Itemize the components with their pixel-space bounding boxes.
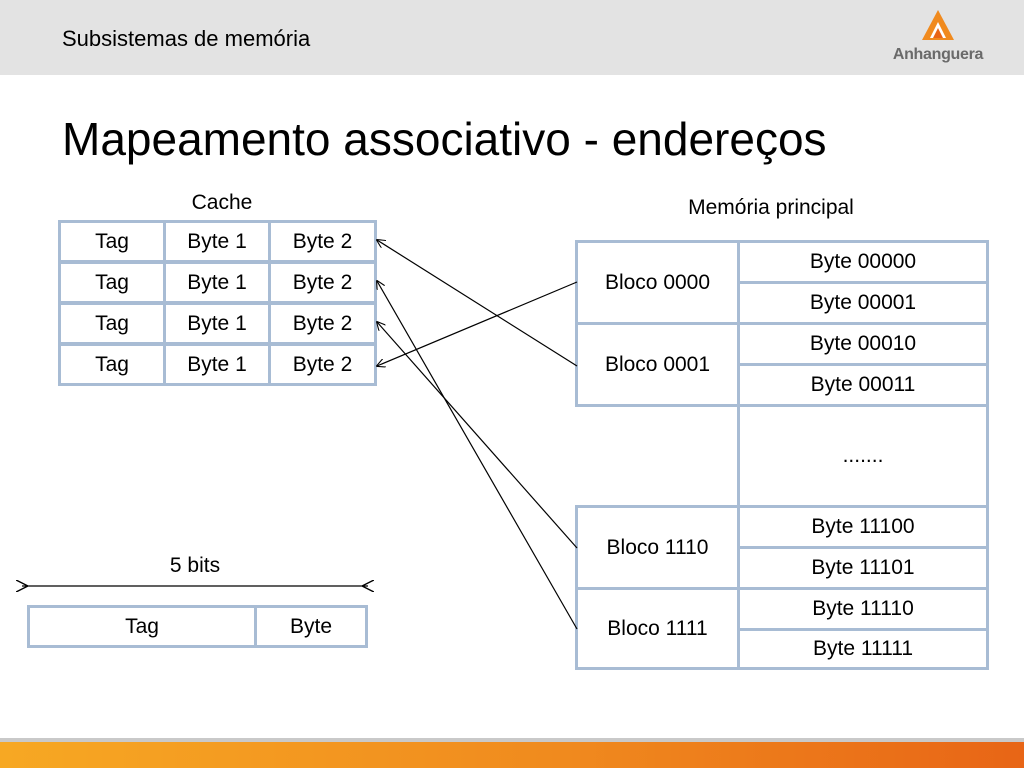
memory-byte-cell: Byte 11111 (737, 628, 989, 670)
memory-byte-cell: Byte 11110 (737, 587, 989, 631)
memory-byte-cell: Byte 11100 (737, 505, 989, 549)
footer-orange-stripe (0, 742, 1024, 768)
memory-byte-cell: Byte 00011 (737, 363, 989, 407)
cache-byte2-cell: Byte 2 (268, 343, 377, 386)
cache-tag-cell: Tag (58, 261, 166, 304)
cache-tag-cell: Tag (58, 343, 166, 386)
bit-width-label: 5 bits (169, 554, 221, 577)
cache-label: Cache (191, 191, 253, 214)
memory-block-cell: Bloco 0000 (575, 240, 740, 325)
cache-byte2-cell: Byte 2 (268, 220, 377, 263)
memory-byte-cell: Byte 00000 (737, 240, 989, 284)
arrow-block0000-to-row4 (377, 281, 578, 366)
cache-byte1-cell: Byte 1 (163, 302, 271, 345)
cache-byte2-cell: Byte 2 (268, 261, 377, 304)
memory-block-cell: Bloco 1110 (575, 505, 740, 590)
cache-byte1-cell: Byte 1 (163, 220, 271, 263)
memory-block-cell: Bloco 1111 (575, 587, 740, 670)
arrow-block1111-to-row2 (377, 281, 578, 630)
memory-byte-cell: Byte 11101 (737, 546, 989, 590)
logo-text: Anhanguera (892, 46, 984, 63)
cache-byte1-cell: Byte 1 (163, 343, 271, 386)
arrow-block0001-to-row1 (377, 240, 578, 367)
cache-tag-cell: Tag (58, 302, 166, 345)
memory-byte-cell: Byte 00010 (737, 322, 989, 366)
triangle-logo-icon (922, 10, 954, 40)
memory-ellipsis: ....... (842, 443, 884, 467)
cache-byte1-cell: Byte 1 (163, 261, 271, 304)
slide-header: Subsistemas de memória Anhanguera (0, 0, 1024, 75)
address-tag-field: Tag (27, 605, 257, 648)
main-memory-label: Memória principal (688, 196, 854, 219)
slide-title: Mapeamento associativo - endereços (62, 113, 827, 165)
memory-block-cell: Bloco 0001 (575, 322, 740, 407)
arrow-block1110-to-row3 (377, 322, 578, 549)
footer-gray-stripe (0, 738, 1024, 742)
section-title: Subsistemas de memória (62, 26, 311, 51)
cache-tag-cell: Tag (58, 220, 166, 263)
cache-byte2-cell: Byte 2 (268, 302, 377, 345)
anhanguera-logo: Anhanguera (890, 8, 990, 70)
memory-byte-cell: Byte 00001 (737, 281, 989, 325)
address-byte-field: Byte (254, 605, 368, 648)
